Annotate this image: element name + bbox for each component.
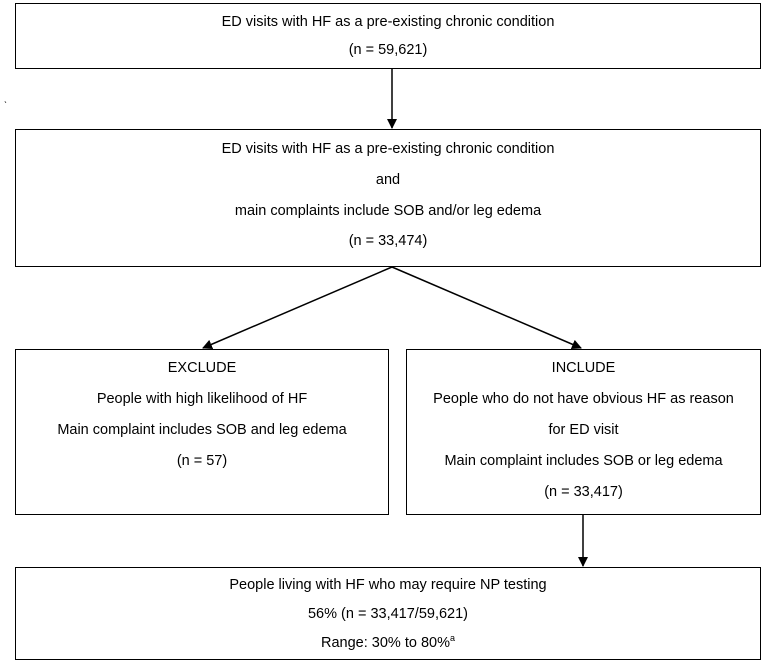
result-range-footnote-marker: a [449, 633, 455, 644]
result-range: Range: 30% to 80%a [16, 633, 760, 651]
exclude-count: (n = 57) [176, 453, 228, 469]
box-sob-leg-edema-and: and [375, 172, 401, 188]
box-all-ed-visits-label: ED visits with HF as a pre-existing chro… [221, 14, 555, 30]
exclude-criteria: Main complaint includes SOB and leg edem… [57, 422, 347, 438]
exclude-heading: EXCLUDE [167, 360, 237, 376]
box-sob-leg-edema-count: (n = 33,474) [348, 233, 428, 249]
result-range-text: Range: 30% to 80% [321, 635, 450, 651]
include-description: People who do not have obvious HF as rea… [433, 391, 734, 407]
arrow-box2-to-exclude [202, 266, 393, 350]
exclude-description: People with high likelihood of HF [96, 391, 308, 407]
box-exclude: EXCLUDE People with high likelihood of H… [15, 349, 389, 515]
include-count: (n = 33,417) [544, 484, 623, 500]
include-description-cont: for ED visit [548, 422, 619, 438]
result-percentage: 56% (n = 33,417/59,621) [307, 606, 469, 622]
box-sob-leg-edema-criteria: main complaints include SOB and/or leg e… [234, 203, 542, 219]
box-result: People living with HF who may require NP… [15, 567, 761, 660]
box-include: INCLUDE People who do not have obvious H… [406, 349, 761, 515]
arrow-box2-to-include [391, 266, 582, 350]
include-heading: INCLUDE [551, 360, 616, 376]
box-all-ed-visits-count: (n = 59,621) [348, 42, 428, 58]
result-description: People living with HF who may require NP… [229, 577, 547, 593]
stray-mark: ˎ [4, 93, 8, 104]
box-all-ed-visits: ED visits with HF as a pre-existing chro… [15, 3, 761, 69]
box-sob-leg-edema-visits: ED visits with HF as a pre-existing chro… [15, 129, 761, 267]
box-sob-leg-edema-label: ED visits with HF as a pre-existing chro… [221, 141, 555, 157]
include-criteria: Main complaint includes SOB or leg edema [444, 453, 723, 469]
